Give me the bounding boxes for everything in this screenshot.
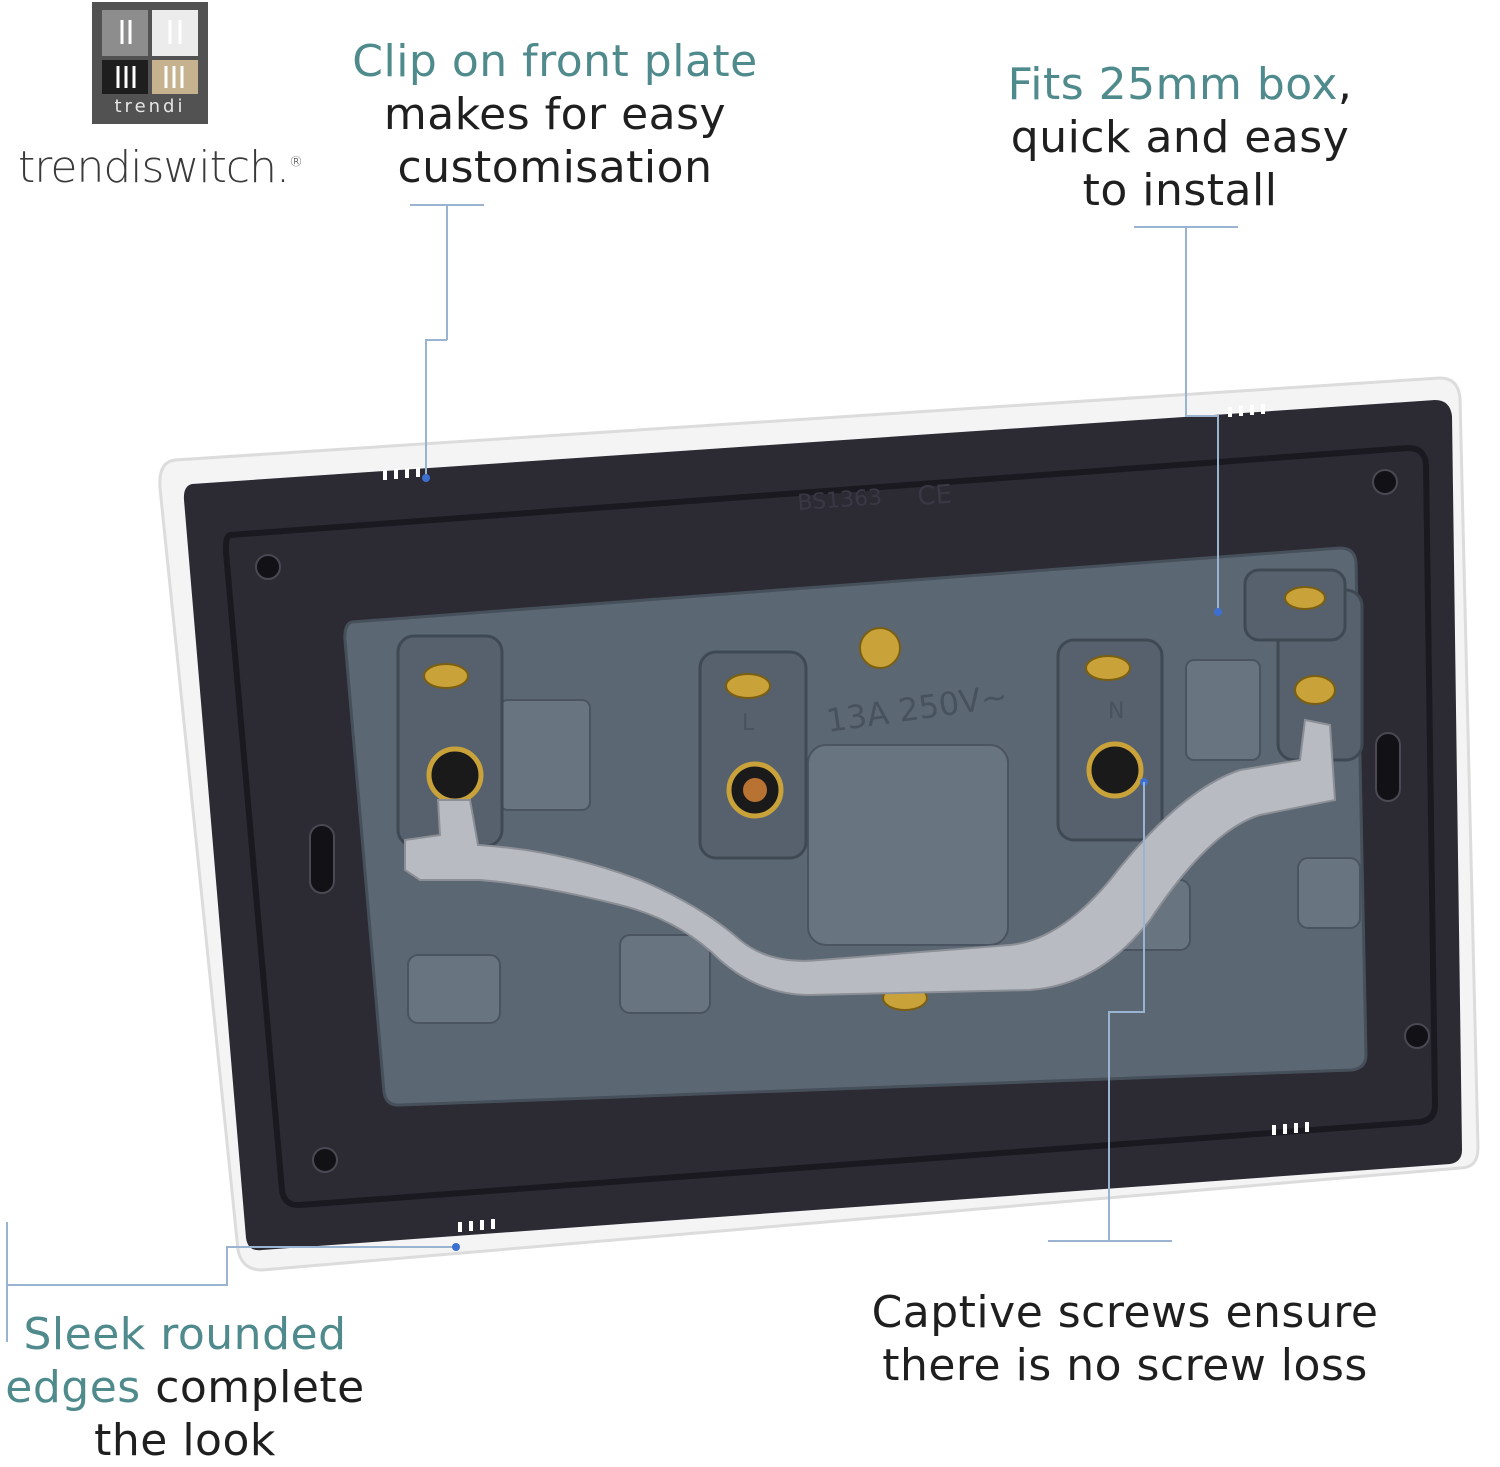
leader-line [1048, 1240, 1172, 1242]
callout-fits-box-line3: to install [1082, 165, 1278, 216]
callout-clip-on-highlight: Clip on front plate [352, 36, 758, 87]
callout-fits-box: Fits 25mm box, quick and easy to install [990, 58, 1370, 217]
live-marking: L [742, 711, 755, 736]
brass-terminal-screws [423, 586, 1336, 1011]
leader-line [1217, 415, 1219, 611]
leader-line [1108, 1011, 1110, 1241]
switch-logo-icon [102, 10, 198, 94]
callout-fits-box-highlight: Fits 25mm box [1007, 59, 1338, 110]
callout-captive-screws: Captive screws ensure there is no screw … [860, 1286, 1390, 1392]
leader-dot [1214, 608, 1222, 616]
callout-clip-on-line3: customisation [397, 142, 713, 193]
ce-marking: CE [916, 480, 953, 512]
leader-line [1143, 782, 1145, 1012]
earth-strap [404, 718, 1337, 997]
callout-fits-box-comma: , [1337, 59, 1353, 110]
neutral-marking: N [1108, 699, 1124, 724]
callout-sleek-line2: edges complete [0, 1361, 370, 1414]
registered-mark: ® [288, 154, 303, 171]
brand-wordmark: trendiswitch.® [18, 142, 303, 193]
leader-dot [452, 1243, 460, 1251]
leader-line [226, 1246, 228, 1286]
callout-sleek-edges: Sleek rounded edges complete the look [0, 1308, 370, 1467]
leader-line [6, 1222, 8, 1342]
copper-wire-end [743, 778, 767, 802]
callout-sleek-highlight2: edges [5, 1362, 141, 1413]
callout-sleek-line3: the look [94, 1415, 276, 1466]
leader-line [425, 339, 447, 341]
callout-sleek-rest: complete [140, 1362, 365, 1413]
callout-sleek-highlight1: Sleek rounded [23, 1309, 347, 1360]
leader-line [446, 204, 448, 340]
leader-dot [422, 474, 430, 482]
frame-inner-rim [222, 444, 1439, 1209]
callout-captive-line1: Captive screws ensure [871, 1287, 1379, 1338]
fixing-holes [255, 469, 1430, 1173]
leader-line [1185, 415, 1219, 417]
callout-fits-box-line1: Fits 25mm box, [990, 58, 1370, 111]
wordmark-text: trendiswitch. [18, 142, 290, 193]
leader-line [226, 1246, 458, 1248]
brand-logo-badge [92, 2, 208, 124]
leader-line [1108, 1011, 1145, 1013]
clip-notches [383, 404, 1309, 1232]
callout-clip-on-line2: makes for easy [383, 89, 727, 140]
logo-badge-text: trendi [114, 96, 186, 117]
callout-clip-on: Clip on front plate makes for easy custo… [345, 35, 765, 194]
standard-marking: BS1363 [797, 485, 883, 516]
callout-captive-line2: there is no screw loss [882, 1340, 1368, 1391]
leader-line [425, 339, 427, 477]
leader-line [6, 1284, 228, 1286]
module-blocks [407, 659, 1361, 1024]
leader-line [1185, 226, 1187, 416]
callout-fits-box-line2: quick and easy [1010, 112, 1350, 163]
